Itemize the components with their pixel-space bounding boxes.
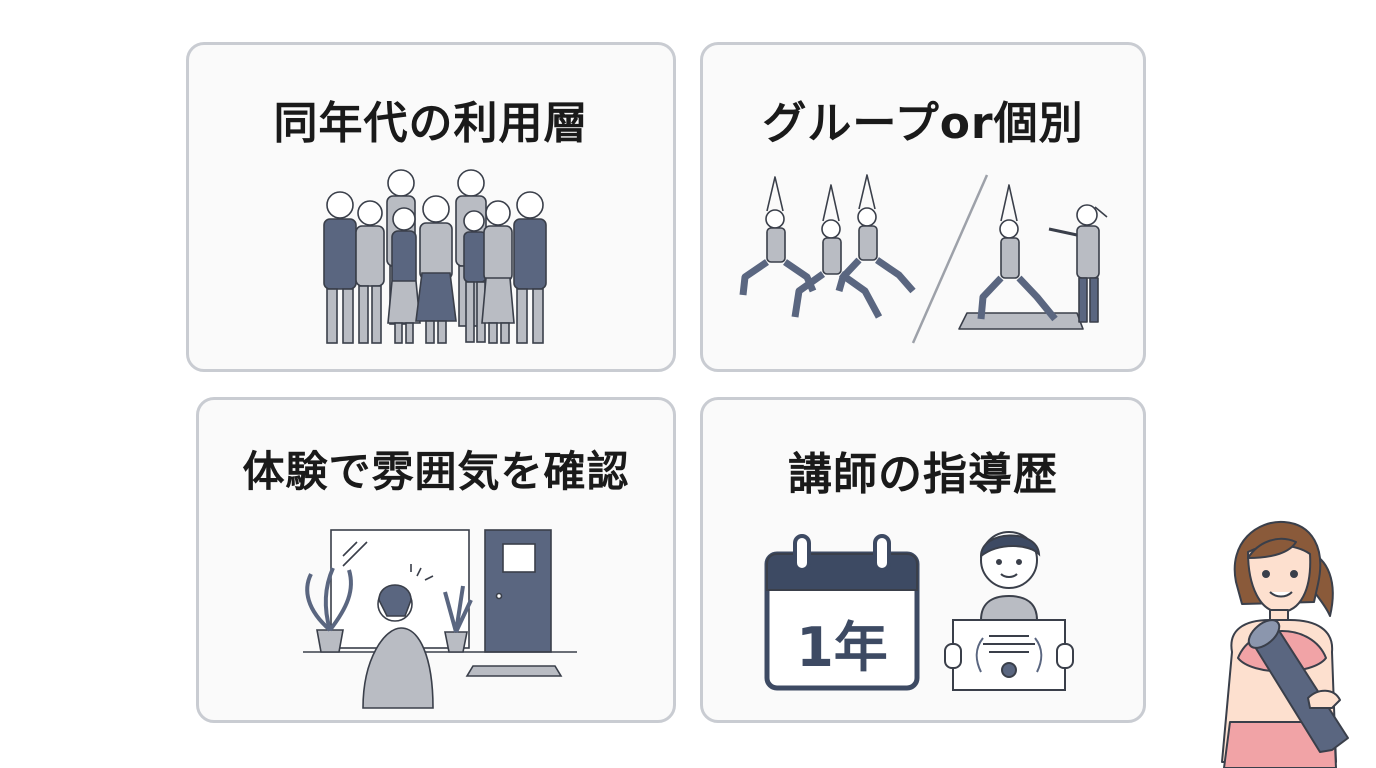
card-title: 体験で雰囲気を確認 xyxy=(242,447,630,496)
card-age-demographic: 同年代の利用層 xyxy=(186,42,676,372)
certificate-holder-icon xyxy=(944,531,1074,691)
studio-trial-visit-icon xyxy=(303,529,577,709)
calendar-label: 1年 xyxy=(796,616,888,679)
card-title: グループor個別 xyxy=(762,98,1084,149)
diverse-people-group-icon xyxy=(323,169,547,344)
group-vs-private-yoga-icon xyxy=(739,174,1108,344)
yoga-woman-with-mat-icon xyxy=(1221,520,1349,768)
card-title: 講師の指導歴 xyxy=(788,449,1058,500)
card-title: 同年代の利用層 xyxy=(273,98,589,149)
instructor-experience-icon: 1年 xyxy=(764,531,1074,691)
card-instructor-experience: 講師の指導歴 1年 xyxy=(700,397,1146,723)
card-group-or-private: グループor個別 xyxy=(700,42,1146,372)
calendar-icon: 1年 xyxy=(764,534,920,691)
card-trial-atmosphere: 体験で雰囲気を確認 xyxy=(196,397,676,723)
